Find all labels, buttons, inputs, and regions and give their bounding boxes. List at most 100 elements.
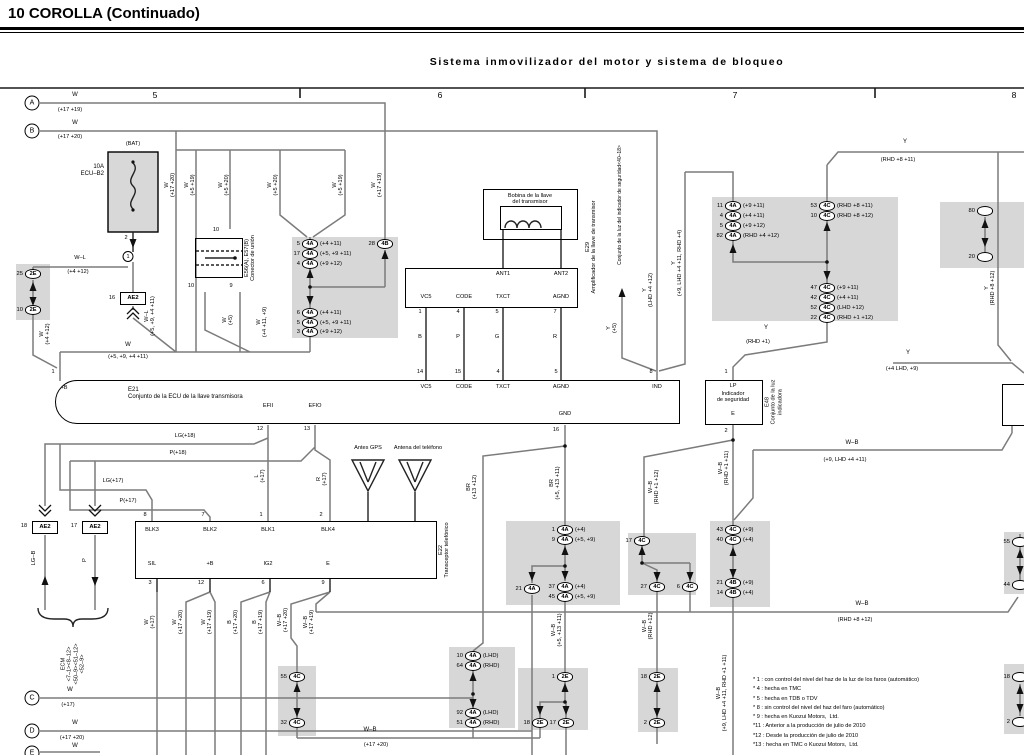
wire-label: E21 Conjunto de la ECU de la llave trans…	[128, 387, 243, 400]
wire-label: 14	[416, 369, 424, 375]
connector-code-oval: 4A	[557, 592, 573, 602]
connector-pin-number: 55	[280, 673, 287, 680]
wire-label: W–B (+5, +13 +11)	[550, 613, 563, 647]
connector-pin-number: 4	[296, 260, 300, 267]
connector-note: (RHD +4 +12)	[743, 232, 780, 239]
wire-label: VC5	[420, 384, 432, 390]
wire-label: (RHD +1)	[746, 339, 770, 345]
connector-pin-number: 5	[296, 240, 300, 247]
wire-label: BLK3	[145, 527, 159, 533]
wire-label: SIL	[147, 561, 157, 567]
ae2-connector-box: AE2	[32, 521, 58, 534]
connector-note: (LHD +12)	[837, 304, 864, 311]
connector-code-oval: 4C	[819, 293, 835, 303]
wire-label: LG(+18)	[174, 433, 196, 439]
wire-label: 12	[256, 426, 264, 432]
connector-pin-number: 44	[1003, 581, 1010, 588]
wire-label: Antena del teléfono	[393, 445, 443, 451]
connector-code-oval: 4A	[302, 259, 318, 269]
connector-code-oval: 4B	[377, 239, 393, 249]
wire-label: Conjunto de la luz del indicador de segu…	[617, 145, 624, 265]
connector-note: (+9 +11)	[837, 284, 859, 291]
connector-code-oval: 2E	[532, 718, 548, 728]
wire-label: W	[72, 92, 78, 98]
wire-label: ANT2	[553, 271, 569, 277]
grid-row-terminal-A: A	[24, 95, 40, 111]
connector-pin-number: 55	[1003, 538, 1010, 545]
connector-note: (LHD)	[483, 652, 499, 659]
connector-group-lhd-rhd-4a	[449, 647, 515, 728]
wire-label: 5	[495, 309, 499, 315]
key-amplifier-box	[405, 268, 578, 308]
connector-pin-number: 5	[296, 319, 300, 326]
connector-group-junction-2e-mid	[518, 668, 588, 730]
connector-code-oval: 2E	[649, 718, 665, 728]
wire-label: 10A ECU–B2	[80, 164, 104, 177]
connector-code-oval: 4A	[557, 582, 573, 592]
wire-label: 6	[261, 580, 265, 586]
connector-code-oval: 4C	[819, 211, 835, 221]
connector-pin-number: 51	[456, 719, 463, 726]
wire-label: P	[81, 558, 88, 562]
wire-label: P(+17)	[119, 498, 137, 504]
wire-label: W (+5 +20)	[266, 174, 279, 196]
wire-label: W	[67, 687, 73, 693]
wire-label: 8	[649, 369, 653, 375]
connector-code-oval: 4C	[634, 536, 650, 546]
wire-label: W–B	[363, 727, 377, 733]
wire-label: 16	[552, 427, 560, 433]
connector-note: (+4 +11)	[743, 212, 765, 219]
connector-code-oval: 4A	[725, 221, 741, 231]
connector-note: (RHD +8 +11)	[837, 202, 873, 209]
wire-label: Y (+9, LHD +4 +11, RHD +4)	[670, 229, 683, 297]
wire-label: CODE	[455, 294, 473, 300]
connector-code-oval: 4C	[725, 525, 741, 535]
connector-pin-number: 45	[548, 593, 555, 600]
wire-label: 7	[553, 309, 557, 315]
wire-label: W–B (RHD +1 +12)	[647, 469, 660, 505]
wire-label: IND	[652, 384, 662, 390]
connector-code-oval: 4A	[524, 584, 540, 594]
connector-pin-number: 9	[551, 536, 555, 543]
wire-label: BR (+5, +13 +11)	[548, 466, 561, 500]
connector-note: (+4)	[743, 589, 754, 596]
connector-note: (+4 +11)	[320, 240, 342, 247]
wire-label: E22 Transceptor telefónico	[437, 522, 450, 578]
connector-code-oval: 4C	[819, 283, 835, 293]
wire-label: (+4 LHD, +9)	[885, 366, 919, 372]
wire-label: 18	[20, 523, 28, 529]
phone-transceiver-box	[135, 521, 437, 579]
connector-pin-number: 18	[640, 673, 647, 680]
wire-label: 16	[108, 295, 116, 301]
connector-code-oval: 4A	[302, 249, 318, 259]
connector-pin-number: 17	[293, 250, 300, 257]
wire-label: 1	[51, 369, 55, 375]
wire-label: W (+5)	[221, 314, 234, 326]
connector-pin-number: 6	[676, 583, 680, 590]
connector-pin-number: 6	[296, 309, 300, 316]
wire-label: +B	[60, 385, 68, 391]
diagram-title: Sistema inmovilizador del motor y sistem…	[429, 56, 785, 68]
wire-label: 4	[496, 369, 500, 375]
connector-pin-number: 10	[456, 652, 463, 659]
wire-label: 2	[124, 235, 128, 241]
connector-code-oval: 4A	[465, 661, 481, 671]
wire-label: 1	[418, 309, 422, 315]
grid-column-number: 8	[1011, 90, 1017, 100]
wire-label: W (+4 +12)	[38, 323, 51, 345]
wire-label: EFII	[262, 403, 274, 409]
wire-label: ECM <7–1><8–12> <50–9><51–12> <52–9>	[60, 643, 86, 685]
connector-pin-number: 10	[810, 212, 817, 219]
connector-code-oval: 2E	[25, 269, 41, 279]
wire-label: Y (LHD +4 +12)	[641, 273, 654, 307]
wire-label: 15	[454, 369, 462, 375]
wire-label: Y (+5)	[605, 322, 618, 334]
connector-code-oval: 4C	[649, 582, 665, 592]
connector-code-oval: 2E	[649, 672, 665, 682]
wire-label: (+17)	[61, 702, 75, 708]
connector-code-oval	[1012, 537, 1024, 547]
connector-note: (+5, +9 +11)	[320, 250, 352, 257]
transponder-ecu-strip	[55, 380, 680, 424]
wire-label: Y (RHD +8 +12)	[983, 270, 996, 306]
